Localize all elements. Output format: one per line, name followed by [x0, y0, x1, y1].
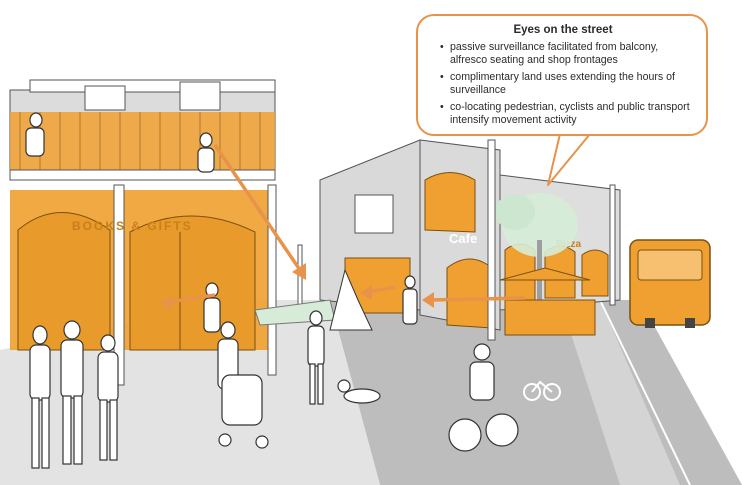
callout-title: Eyes on the street [513, 24, 613, 36]
bike-lane-symbol [523, 380, 561, 401]
balcony-orange [10, 112, 275, 170]
bus [629, 239, 711, 328]
light-pole [609, 184, 616, 306]
pedestrians [25, 112, 519, 469]
sculpture [329, 268, 373, 331]
alfresco-umbrella [499, 267, 591, 281]
curb [560, 300, 680, 485]
callout-point: passive surveillance facilitated from ba… [440, 41, 694, 66]
cafe-sign: Cafe [449, 231, 477, 246]
street-pole [487, 139, 496, 341]
alfresco-seating [504, 299, 596, 336]
callout-point: complimentary land uses extending the ho… [440, 71, 694, 96]
callout-points: passive surveillance facilitated from ba… [432, 41, 694, 127]
eyes-on-street-callout: Eyes on the street passive surveillance … [416, 14, 708, 136]
callout-point: co-locating pedestrian, cyclists and pub… [440, 101, 694, 126]
surveillance-arrows [160, 144, 526, 310]
shop-sign: BOOKS & GIFTS [72, 219, 193, 233]
